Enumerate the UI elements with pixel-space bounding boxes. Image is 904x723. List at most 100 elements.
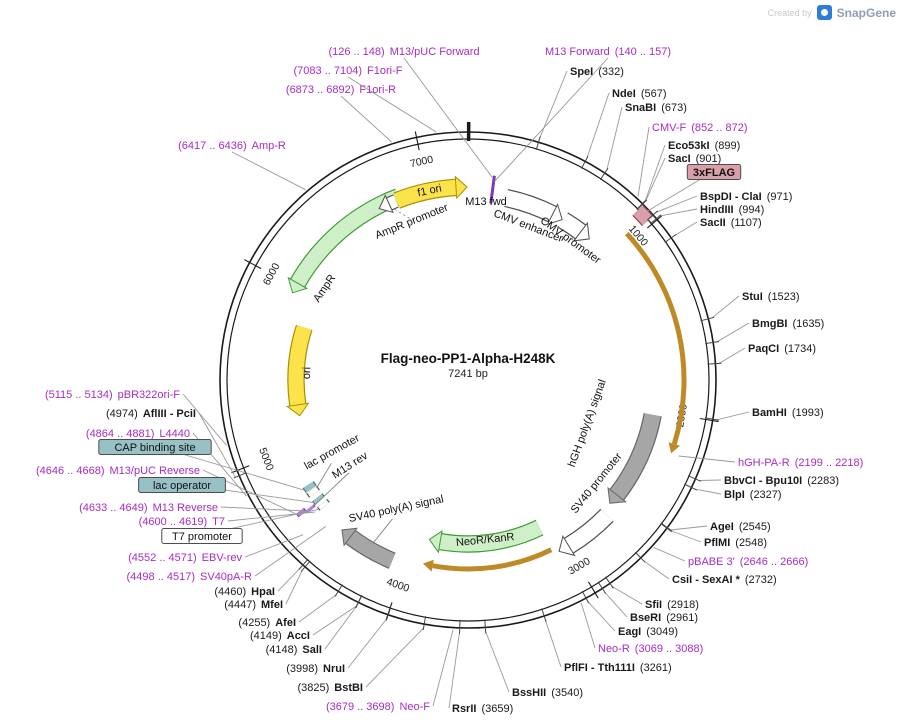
site-label-3xflag-box[interactable] xyxy=(686,164,742,180)
site-label-saci[interactable]: SacI(901) xyxy=(668,153,721,165)
site-label-snabi[interactable]: SnaBI(673) xyxy=(625,102,687,114)
site-label-agei[interactable]: AgeI(2545) xyxy=(710,521,771,533)
plasmid-length: 7241 bp xyxy=(448,368,488,380)
feature-label-ori[interactable]: ori xyxy=(301,367,313,380)
connector-line-blpi xyxy=(695,488,722,495)
feature-f1-ori-arrowhead[interactable] xyxy=(454,175,468,200)
feature-f1-ori[interactable] xyxy=(393,179,457,208)
feature-cap-binding-site[interactable] xyxy=(303,481,316,493)
site-label-f1ori-r[interactable]: (6873 .. 6892)F1ori-R xyxy=(286,84,396,96)
site-label-3xflag[interactable]: 3xFLAG xyxy=(693,167,735,179)
site-label-l4440[interactable]: (4864 .. 4881)L4440 xyxy=(86,428,190,440)
site-label-nrui[interactable]: (3998)NruI xyxy=(286,663,345,675)
site-label-paqci[interactable]: PaqCI(1734) xyxy=(748,343,816,355)
feature-ampr-arrowhead[interactable] xyxy=(287,276,309,294)
site-label-cap-binding-site-box[interactable] xyxy=(98,439,212,455)
site-label-bspdi-clai[interactable]: BspDI - ClaI(971) xyxy=(700,191,792,203)
site-label-bstbi[interactable]: (3825)BstBI xyxy=(297,682,363,694)
site-label-eagi[interactable]: EagI(3049) xyxy=(618,626,678,638)
feature-sv40-poly-a-signal-arrowhead[interactable] xyxy=(341,527,358,547)
site-label-eco53ki[interactable]: Eco53kI(899) xyxy=(668,140,740,152)
site-label-acci[interactable]: (4149)AccI xyxy=(250,630,310,642)
site-label-mfei[interactable]: (4447)MfeI xyxy=(224,599,283,611)
site-label-neo-f[interactable]: (3679 .. 3698)Neo-F xyxy=(326,701,430,713)
plasmid-name: Flag-neo-PP1-Alpha-H248K xyxy=(380,351,556,366)
site-label-m13-reverse[interactable]: (4633 .. 4649)M13 Reverse xyxy=(79,502,218,514)
feature-neor-kanr[interactable] xyxy=(438,520,543,552)
feature-sv40-promoter[interactable] xyxy=(564,509,613,553)
site-label-hindiii[interactable]: HindIII(994) xyxy=(700,204,764,216)
site-label-afei[interactable]: (4255)AfeI xyxy=(238,617,296,629)
feature-m13-rev[interactable] xyxy=(306,504,315,513)
feature-t7-promoter[interactable] xyxy=(317,499,329,510)
site-label-lac-operator[interactable]: lac operator xyxy=(153,480,211,492)
feature-hgh-poly-a-signal-arrowhead[interactable] xyxy=(607,486,627,504)
feature-neor-kanr-arrowhead[interactable] xyxy=(428,530,443,554)
site-label-pflmi[interactable]: PflMI(2548) xyxy=(704,537,767,549)
tick-label-3000: 3000 xyxy=(566,555,592,577)
site-label-m13-puc-forward[interactable]: (126 .. 148)M13/pUC Forward xyxy=(328,46,479,58)
site-label-bamhi[interactable]: BamHI(1993) xyxy=(752,407,824,419)
feature-m13-fwd[interactable] xyxy=(489,175,496,204)
feature-lac-promoter[interactable] xyxy=(307,486,319,497)
site-label-neo-r[interactable]: Neo-R(3069 .. 3088) xyxy=(598,643,703,655)
site-label-t7-promoter-box[interactable] xyxy=(161,528,243,544)
site-label-t7-promoter[interactable]: T7 promoter xyxy=(172,531,232,543)
site-label-bseri[interactable]: BseRI(2961) xyxy=(630,612,698,624)
cut-site-tick-snabi xyxy=(599,167,609,181)
feature-ori-arrowhead[interactable] xyxy=(285,402,310,417)
site-label-hgh-pa-r[interactable]: hGH-PA-R(2199 .. 2218) xyxy=(738,457,863,469)
site-label-stui[interactable]: StuI(1523) xyxy=(742,291,800,303)
cut-site-tick-bstbi xyxy=(422,616,427,631)
site-label-bbvci-bpu10i[interactable]: BbvCI - Bpu10I(2283) xyxy=(724,475,839,487)
feature-3xflag[interactable] xyxy=(633,205,653,226)
site-label-sali[interactable]: (4148)SalI xyxy=(266,644,322,656)
feature-label-sv40-poly-a-signal[interactable]: SV40 poly(A) signal xyxy=(348,493,445,525)
site-label-cmv-f[interactable]: CMV-F(852 .. 872) xyxy=(652,122,748,134)
feature-cmv-enhancer[interactable] xyxy=(504,190,557,222)
site-label-f1ori-f[interactable]: (7083 .. 7104)F1ori-F xyxy=(294,65,403,77)
feature-cmv-enhancer-arrowhead[interactable] xyxy=(546,203,563,226)
site-label-spei[interactable]: SpeI(332) xyxy=(570,66,624,78)
connector-line-bstbi xyxy=(365,627,424,688)
site-label-m13-puc-reverse[interactable]: (4646 .. 4668)M13/pUC Reverse xyxy=(36,465,200,477)
connector-line-pflmi xyxy=(669,530,702,543)
site-label-csii-sexai[interactable]: CsiI - SexAI *(2732) xyxy=(672,574,777,586)
site-label-sacii[interactable]: SacII(1107) xyxy=(700,217,762,229)
site-label-ebv-rev[interactable]: (4552 .. 4571)EBV-rev xyxy=(128,552,242,564)
site-label-ndei[interactable]: NdeI(567) xyxy=(612,88,667,100)
feature-cmv-promoter-arrowhead[interactable] xyxy=(572,221,590,242)
cut-site-tick-eagi xyxy=(581,590,590,604)
cut-site-tick-afliii-pcii xyxy=(233,472,247,479)
site-label-pbr322ori-f[interactable]: (5115 .. 5134)pBR322ori-F xyxy=(45,389,180,401)
site-label-t7[interactable]: (4600 .. 4619)T7 xyxy=(139,516,225,528)
site-label-pbabe-3[interactable]: pBABE 3'(2646 .. 2666) xyxy=(688,556,808,568)
site-label-lac-operator-box[interactable] xyxy=(138,477,226,493)
site-label-hpai[interactable]: (4460)HpaI xyxy=(214,586,275,598)
feature-sv40-promoter-arrowhead[interactable] xyxy=(558,535,576,557)
feature-hgh-poly-a-signal[interactable] xyxy=(610,413,661,500)
feature-ampr-promoter[interactable] xyxy=(386,195,399,210)
snapgene-logo-dot xyxy=(820,9,828,16)
site-label-bsshii[interactable]: BssHII(3540) xyxy=(512,687,583,699)
site-label-sv40pa-r[interactable]: (4498 .. 4517)SV40pA-R xyxy=(127,571,253,583)
site-label-amp-r[interactable]: (6417 .. 6436)Amp-R xyxy=(178,140,286,152)
site-label-afliii-pcii[interactable]: (4974)AflIII - PciI xyxy=(106,408,196,420)
site-label-sfii[interactable]: SfiI(2918) xyxy=(645,599,699,611)
feature-sv40-poly-a-signal[interactable] xyxy=(346,530,396,568)
site-label-rsrii[interactable]: RsrII(3659) xyxy=(452,703,513,715)
feature-ori[interactable] xyxy=(288,325,312,406)
feature-ampr-promoter-arrowhead[interactable] xyxy=(378,194,394,214)
feature-label-hgh-poly-a-signal[interactable]: hGH poly(A) signal xyxy=(566,378,609,469)
site-label-pflfi-tth111i[interactable]: PflFI - Tth111I(3261) xyxy=(564,662,672,674)
feature-label-m13-fwd[interactable]: M13 fwd xyxy=(465,196,507,208)
cut-site-tick-bamhi xyxy=(704,417,719,421)
site-label-m13-forward[interactable]: M13 Forward(140 .. 157) xyxy=(545,46,671,58)
feature-leader-3 xyxy=(313,472,350,507)
site-label-bmgbi[interactable]: BmgBI(1635) xyxy=(752,318,824,330)
feature-lac-operator[interactable] xyxy=(313,493,324,504)
site-label-cap-binding-site[interactable]: CAP binding site xyxy=(114,442,195,454)
site-label-blpi[interactable]: BlpI(2327) xyxy=(724,489,782,501)
feature-label-ampr[interactable]: AmpR xyxy=(311,272,338,304)
feature-label-f1-ori[interactable]: f1 ori xyxy=(416,182,442,199)
